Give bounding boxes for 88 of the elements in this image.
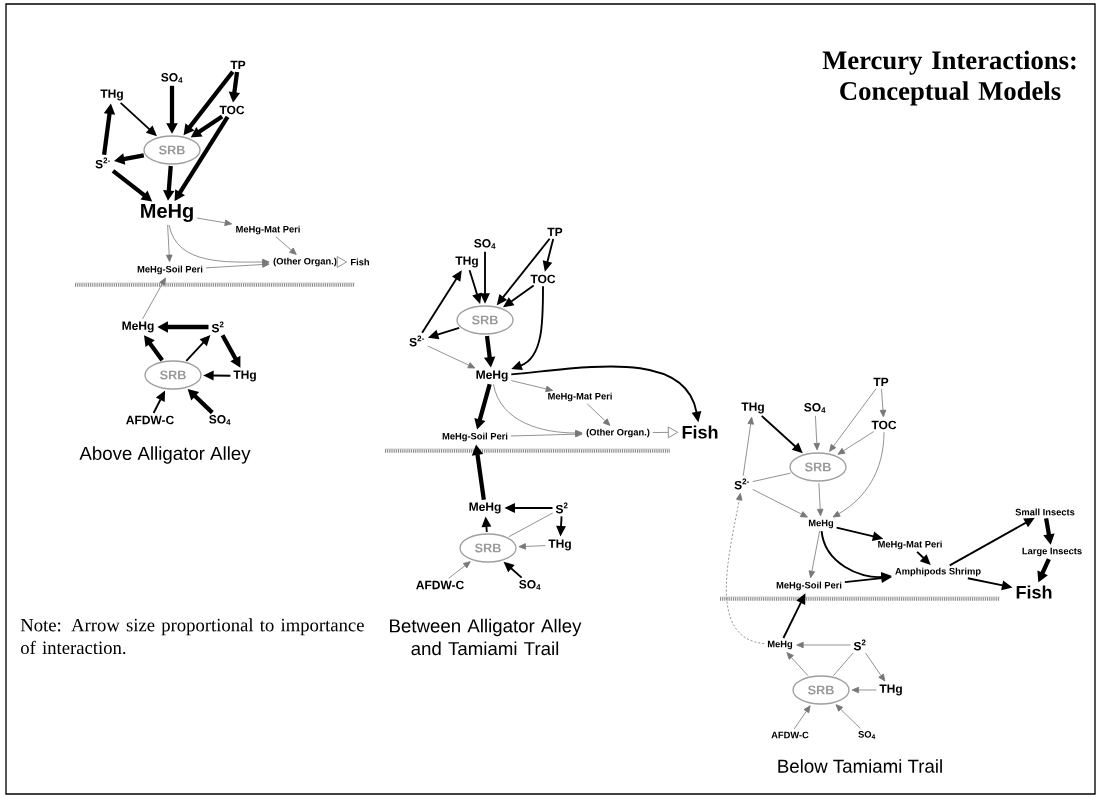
- title: Mercury Interactions: Conceptual Models: [822, 50, 1076, 106]
- node-label: (Other Organ.): [586, 428, 650, 438]
- arrow: [817, 482, 824, 517]
- arrow: [832, 431, 885, 518]
- node-label: S$^{2}$: [211, 321, 224, 333]
- node-label: TP: [230, 60, 246, 70]
- node-label: S$^{2-}$: [95, 157, 110, 169]
- arrow: [879, 388, 887, 418]
- node-label: THg: [455, 256, 478, 268]
- node-label: SO$_{4}$: [209, 415, 231, 425]
- note-text: Note: Arrow size proportional to importance of interaction.: [20, 618, 364, 655]
- ellipse-node: SRB: [143, 135, 201, 165]
- panel-caption: Above Alligator Alley: [79, 446, 251, 464]
- node-label: TP: [873, 377, 889, 387]
- node-label: AFDW-C: [416, 580, 464, 590]
- node-label: TOC: [219, 105, 245, 115]
- node-label: MeHg: [469, 502, 501, 514]
- arrow: [786, 652, 809, 677]
- node-label: THg: [741, 402, 764, 414]
- node-label: TOC: [530, 274, 556, 284]
- panel-caption: Between Alligator Alley and Tamiami Trail: [390, 618, 582, 656]
- node-label: (Other Organ.): [273, 257, 337, 267]
- node-label: MeHg: [808, 519, 834, 529]
- node-label: Fish: [351, 258, 369, 266]
- arrow: [835, 704, 861, 729]
- arrow: [742, 416, 754, 477]
- node-label: MeHg-Soil Peri: [442, 432, 508, 442]
- arrow: [808, 530, 821, 579]
- arrow: [510, 430, 583, 438]
- arrow: [166, 224, 173, 263]
- node-label: S$^{2-}$: [734, 478, 749, 490]
- arrow: [725, 492, 765, 645]
- node-label: S$^{2}$: [853, 639, 866, 651]
- arrow: [796, 641, 851, 649]
- node-label: THg: [233, 370, 256, 382]
- arrow: [448, 561, 471, 579]
- arrow: [752, 489, 808, 518]
- arrow: [142, 277, 166, 320]
- node-label: MeHg: [141, 204, 193, 222]
- arrow: [865, 652, 886, 682]
- node-label: Fish: [1016, 585, 1052, 599]
- node-label: MeHg-Mat Peri: [878, 540, 942, 550]
- node-label: S$^{2-}$: [409, 335, 424, 347]
- arrow: [336, 256, 348, 268]
- arrow: [168, 224, 270, 266]
- arrow: [196, 217, 233, 226]
- node-label: TP: [547, 227, 563, 237]
- node-label: Small Insects: [1015, 508, 1075, 516]
- node-label: AFDW-C: [771, 731, 809, 739]
- node-label: AFDW-C: [126, 415, 174, 425]
- arrow: [837, 431, 875, 455]
- arrow: [652, 426, 679, 439]
- arrow: [813, 415, 821, 451]
- node-label: SO$_{4}$: [161, 73, 183, 83]
- arrow: [829, 388, 877, 452]
- node-label: SO$_{4}$: [474, 239, 496, 249]
- ellipse-node: SRB: [144, 360, 202, 390]
- node-label: MeHg: [767, 640, 793, 650]
- arrow: [427, 345, 476, 369]
- arrow: [518, 543, 546, 550]
- node-label: TOC: [871, 420, 897, 430]
- node-label: S$^{2}$: [555, 502, 568, 514]
- node-label: MeHg-Soil Peri: [776, 581, 842, 591]
- node-label: Amphipods Shrimp: [895, 567, 981, 577]
- arrow: [205, 261, 270, 269]
- node-label: MeHg: [122, 321, 154, 333]
- arrow: [510, 380, 554, 393]
- node-label: MeHg-Soil Peri: [137, 265, 203, 275]
- node-label: MeHg-Mat Peri: [548, 392, 612, 402]
- node-label: Fish: [682, 425, 718, 439]
- panel-caption: Below Tamiami Trail: [778, 759, 942, 773]
- node-label: THg: [548, 539, 571, 551]
- arrow: [586, 403, 611, 426]
- node-label: MeHg-Mat Peri: [236, 225, 300, 235]
- node-label: THg: [100, 89, 123, 101]
- node-label: SO$_{4}$: [519, 580, 541, 590]
- ellipse-node: SRB: [456, 305, 514, 335]
- node-label: THg: [879, 684, 902, 696]
- ellipse-node: SRB: [789, 452, 847, 482]
- node-label: Large Insects: [1022, 547, 1082, 557]
- node-label: SO$_{4}$: [858, 731, 876, 739]
- ellipse-node: SRB: [792, 675, 850, 705]
- ellipse-node: SRB: [459, 533, 517, 563]
- arrow: [793, 705, 811, 730]
- node-label: SO$_{4}$: [804, 403, 826, 413]
- arrow: [851, 686, 877, 694]
- node-label: MeHg: [476, 370, 508, 382]
- arrow: [275, 236, 297, 255]
